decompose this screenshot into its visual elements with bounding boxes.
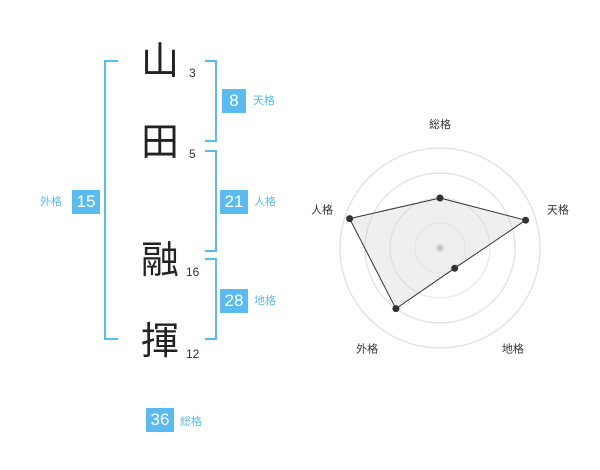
tenkaku-label: 天格 (253, 94, 275, 107)
name-char-2: 田 (141, 120, 180, 164)
chikaku-value: 28 (220, 289, 248, 313)
radar-data-points (346, 194, 530, 313)
stroke-count-4: 12 (186, 347, 200, 361)
radar-point-tenkaku (522, 216, 530, 224)
radar-label-gaikaku: 外格 (356, 341, 378, 355)
radar-label-chikaku: 地格 (502, 341, 524, 355)
soukaku-value: 36 (146, 408, 174, 432)
radar-point-gaikaku (392, 305, 400, 313)
jinkaku-value: 21 (220, 190, 248, 214)
stroke-count-3: 16 (186, 265, 200, 279)
radar-point-chikaku (451, 264, 459, 272)
radar-ring-1 (414, 222, 466, 274)
stroke-count-1: 3 (189, 66, 196, 80)
tenkaku-bracket (205, 60, 217, 142)
gaikaku-bracket (104, 60, 118, 340)
radar-point-jinkaku (346, 215, 354, 223)
gaikaku-value: 15 (72, 190, 100, 214)
tenkaku-value: 8 (222, 89, 246, 113)
stroke-count-2: 5 (189, 147, 196, 161)
soukaku-label: 総格 (180, 415, 202, 428)
jinkaku-bracket (205, 150, 217, 252)
name-char-1: 山 (141, 39, 180, 83)
chikaku-bracket (205, 258, 217, 340)
radar-center-dot (436, 244, 444, 252)
name-char-3: 融 (141, 238, 180, 282)
radar-label-jinkaku: 人格 (311, 203, 333, 217)
chikaku-label: 地格 (254, 294, 276, 307)
radar-label-soukaku: 総格 (429, 117, 451, 131)
radar-point-soukaku (436, 194, 444, 202)
name-char-4: 揮 (141, 319, 180, 363)
radar-label-tenkaku: 天格 (547, 203, 569, 217)
gaikaku-label: 外格 (40, 195, 62, 208)
radar-data-polygon (348, 197, 527, 310)
jinkaku-label: 人格 (254, 195, 276, 208)
